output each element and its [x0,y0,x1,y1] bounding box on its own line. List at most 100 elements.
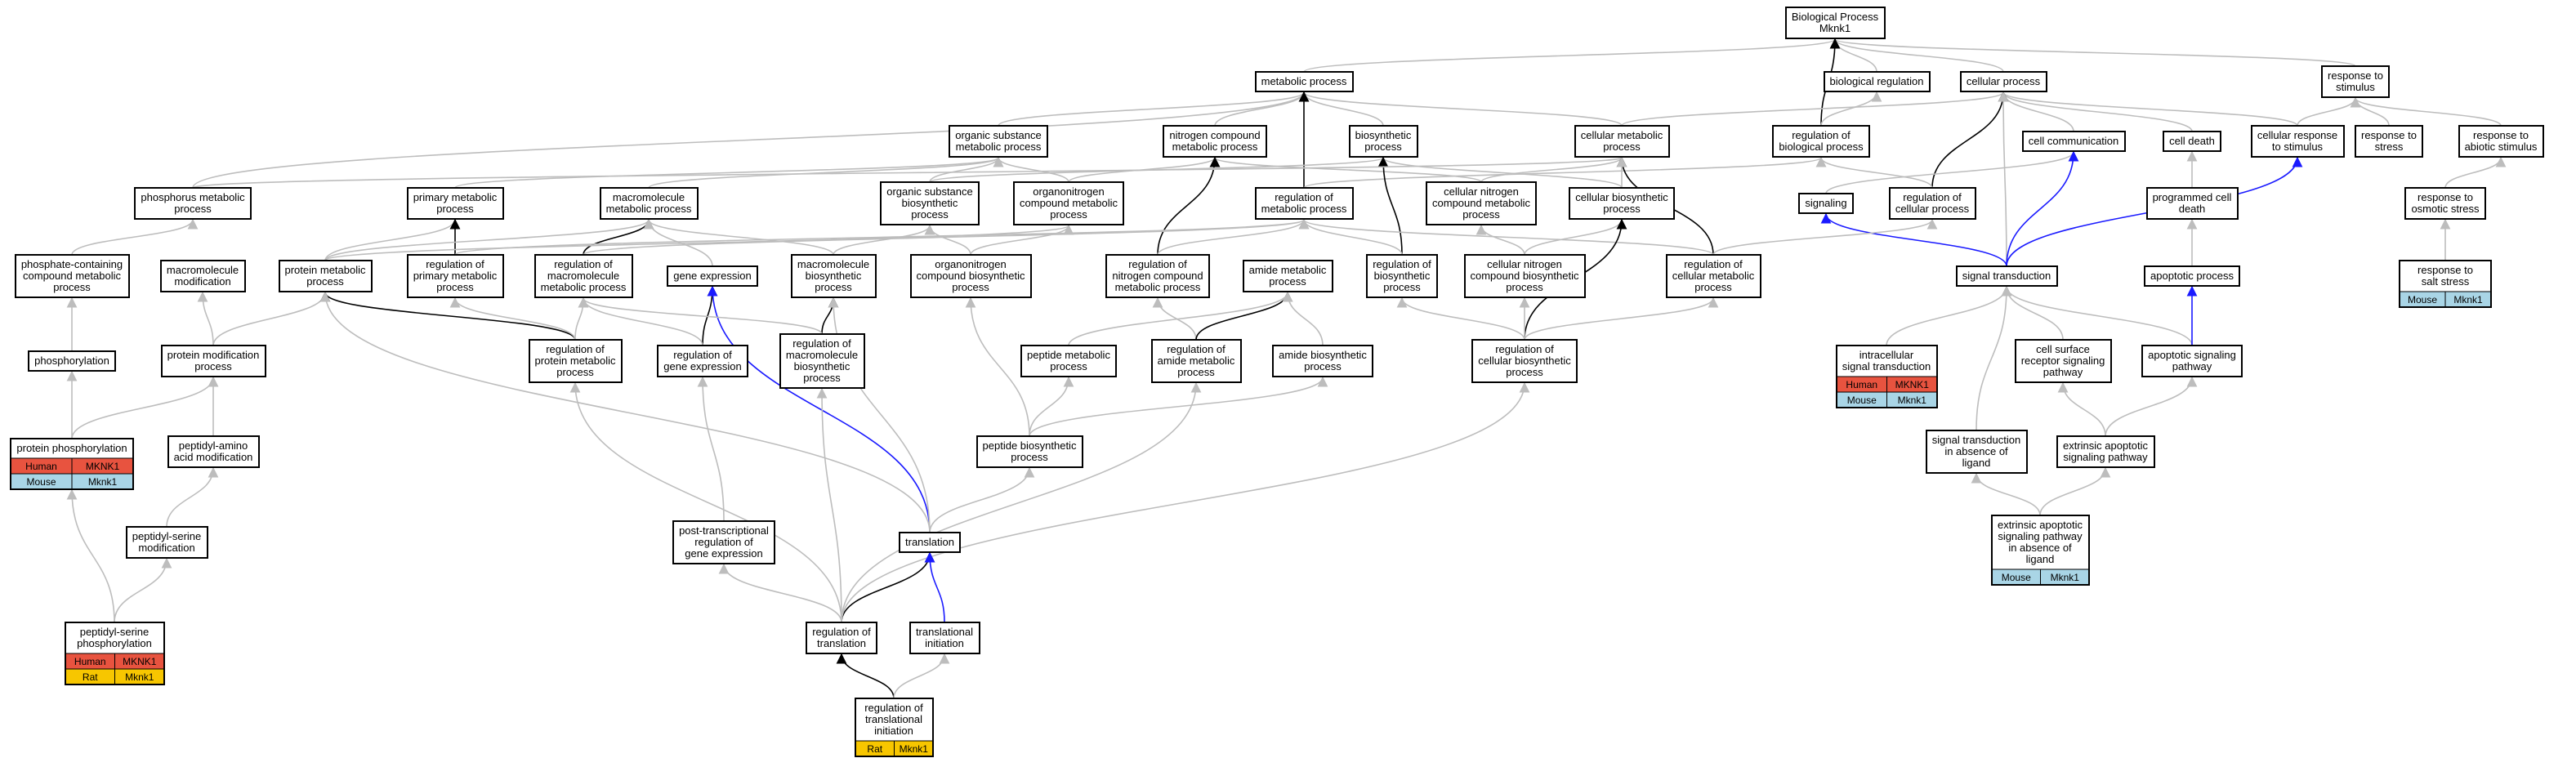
go-term-node-translation[interactable]: translation [899,532,961,553]
node-label-line: compound biosynthetic [1471,270,1579,282]
node-label-line: programmed cell [2153,191,2232,203]
node-label-line: regulation of [1128,258,1187,270]
edge-extapo-to-cellsurf [2057,381,2106,437]
node-frame [1836,345,1938,408]
node-label-line: stimulus [2336,81,2375,93]
node-label-line: protein phosphorylation [16,442,127,454]
node-label-line: biosynthetic [794,360,850,372]
go-term-node-regmacrobio[interactable]: regulation ofmacromoleculebiosyntheticpr… [779,333,865,389]
species-gene: MKNK1 [123,656,157,667]
node-box [161,345,266,377]
node-label-line: cellular nitrogen [1444,185,1519,198]
go-term-node-celldeath[interactable]: cell death [2163,131,2221,152]
node-box [1785,7,1886,39]
node-box [1013,181,1124,225]
species-gene: Mknk1 [2051,572,2080,583]
edge-cellmet-to-metabolic [1298,91,1623,127]
node-box [134,187,252,220]
node-label-line: apoptotic process [2150,270,2234,282]
node-label-line: macromolecule [167,264,239,276]
edge-respabiotic-to-respstim [2350,96,2502,127]
edge-cellcomm-to-cellproc [1998,91,2074,132]
node-box [126,526,208,559]
go-term-node-signaling[interactable]: signaling [1798,193,1854,214]
edge-layer [66,38,2507,699]
go-term-node-sigtrans[interactable]: signal transduction [1956,265,2058,287]
node-box [15,254,130,298]
go-term-node-biolreg[interactable]: biological regulation [1824,71,1931,92]
edge-regamide-to-amidemet [1195,291,1293,341]
edge-translation-to-protmet [319,291,931,533]
go-term-node-phosphorylation[interactable]: phosphorylation [28,350,116,372]
node-label-line: extrinsic apoptotic [2063,439,2149,452]
go-term-node-cellcomm[interactable]: cell communication [2022,131,2126,152]
edge-pepmet-to-amidemet [1068,291,1293,346]
go-term-node-apoproc[interactable]: apoptotic process [2144,265,2240,287]
edge-regtransinit-to-regtrans [836,653,895,699]
go-term-node-cellproc[interactable]: cellular process [1960,71,2047,92]
go-term-node-geneexp[interactable]: gene expression [667,265,758,287]
edge-macromet-to-orgsub [648,156,1004,189]
node-box [2251,125,2345,158]
edge-signaling-to-cellcomm [1825,150,2079,194]
node-label-line: process [952,281,989,293]
go-term-node-metabolic[interactable]: metabolic process [1255,71,1354,92]
